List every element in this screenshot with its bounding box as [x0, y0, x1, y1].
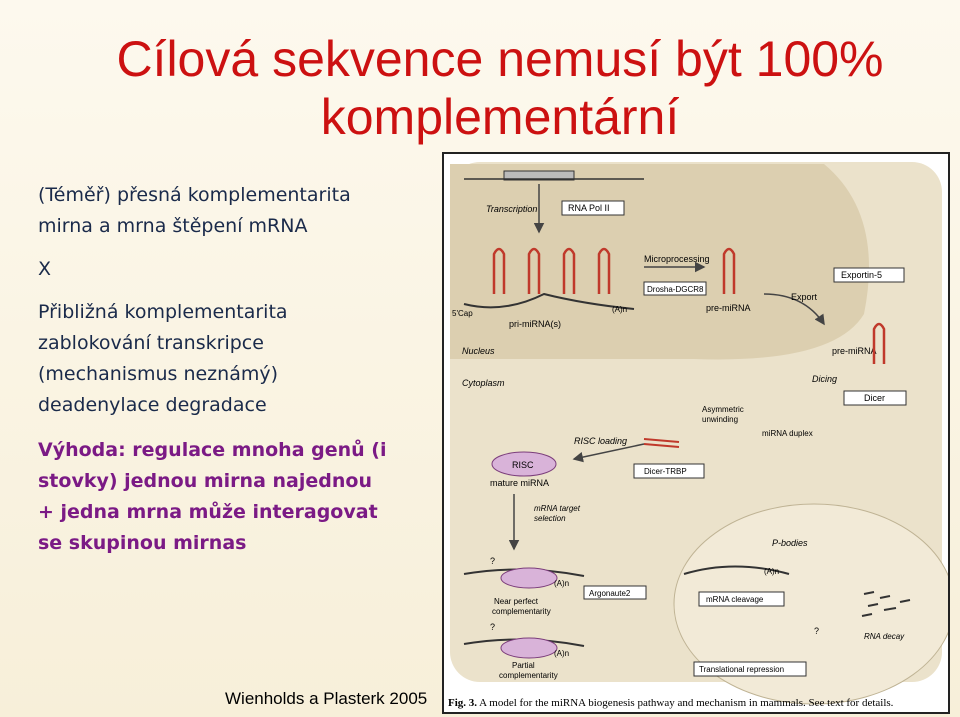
title-line-2: komplementární — [320, 89, 680, 145]
label: Transcription — [486, 204, 537, 214]
label: pre-miRNA — [832, 346, 877, 356]
label: Dicing — [812, 374, 837, 384]
text-line: mirna a mrna štěpení mRNA — [38, 215, 308, 237]
rna-pol-box — [561, 200, 625, 216]
label: ? — [490, 556, 495, 566]
risc-complex — [491, 451, 557, 477]
label: RNA decay — [864, 632, 905, 641]
label: mature miRNA — [490, 478, 549, 488]
label: mRNA cleavage — [706, 595, 764, 604]
label: complementarity — [492, 607, 551, 616]
label: mRNA target — [534, 504, 581, 513]
text-line: Přibližná komplementarita — [38, 301, 288, 323]
label: Drosha-DGCR8 — [647, 285, 704, 294]
gene-bar — [503, 170, 575, 181]
label: Argonaute2 — [589, 589, 631, 598]
citation-credit: Wienholds a Plasterk 2005 — [225, 689, 428, 708]
separator-x: X — [38, 258, 52, 280]
text-line: (mechanismus neznámý) — [38, 363, 279, 385]
slide-body: (Téměř) přesná komplementarita mirna a m… — [38, 180, 438, 559]
label: P-bodies — [772, 538, 808, 548]
p-body-shape — [673, 503, 948, 705]
text-line: (Téměř) přesná komplementarita — [38, 184, 351, 206]
figure-caption: Fig. 3. A model for the miRNA biogenesis… — [448, 697, 893, 709]
nucleus-shape — [450, 164, 869, 360]
label: Near perfect — [494, 597, 539, 606]
label: (A)n — [612, 305, 627, 314]
label: ? — [490, 622, 495, 632]
highlight-line: + jedna mrna může interagovat — [38, 501, 378, 523]
label: Exportin-5 — [841, 270, 882, 280]
label: (A)n — [554, 579, 569, 588]
label: pri-miRNA(s) — [509, 319, 561, 329]
highlight-line: stovky) jednou mirna najednou — [38, 470, 372, 492]
label: Nucleus — [462, 346, 495, 356]
label: Asymmetric — [702, 405, 744, 414]
label: complementarity — [499, 671, 558, 680]
label: selection — [534, 514, 566, 523]
pri-mirna-hairpins — [492, 247, 611, 294]
label: pre-miRNA — [706, 303, 751, 313]
text-line: deadenylace degradace — [38, 394, 267, 416]
label: Translational repression — [699, 665, 784, 674]
label: RNA Pol II — [568, 203, 610, 213]
pathway-diagram: Transcription RNA Pol II 5'Cap pri-miRNA… — [450, 162, 948, 705]
caption-text: A model for the miRNA biogenesis pathway… — [477, 697, 894, 709]
title-line-1: Cílová sekvence nemusí být 100% — [116, 31, 884, 87]
label: Microprocessing — [644, 254, 710, 264]
mirna-pathway-figure: Transcription RNA Pol II 5'Cap pri-miRNA… — [442, 152, 950, 714]
label: 5'Cap — [452, 309, 473, 318]
label: (A)n — [554, 649, 569, 658]
label: (A)n — [764, 567, 779, 576]
pre-mirna-hairpin — [722, 247, 736, 294]
label: Dicer-TRBP — [644, 467, 687, 476]
label: ? — [814, 626, 819, 636]
label: Cytoplasm — [462, 378, 505, 388]
label: miRNA duplex — [762, 429, 813, 438]
caption-label: Fig. 3. — [448, 697, 478, 709]
highlight-line: se skupinou mirnas — [38, 532, 247, 554]
label: Partial — [512, 661, 535, 670]
mirna-duplex — [643, 438, 680, 448]
label: RISC — [512, 460, 534, 470]
label: Export — [791, 292, 818, 302]
slide-title: Cílová sekvence nemusí být 100% kompleme… — [60, 30, 940, 146]
text-line: zablokování transkripce — [38, 332, 264, 354]
rna-fragments — [861, 591, 911, 617]
label: unwinding — [702, 415, 738, 424]
label: RISC loading — [574, 436, 627, 446]
highlight-line: Výhoda: regulace mnoha genů (i — [38, 439, 387, 461]
label: Dicer — [864, 393, 885, 403]
